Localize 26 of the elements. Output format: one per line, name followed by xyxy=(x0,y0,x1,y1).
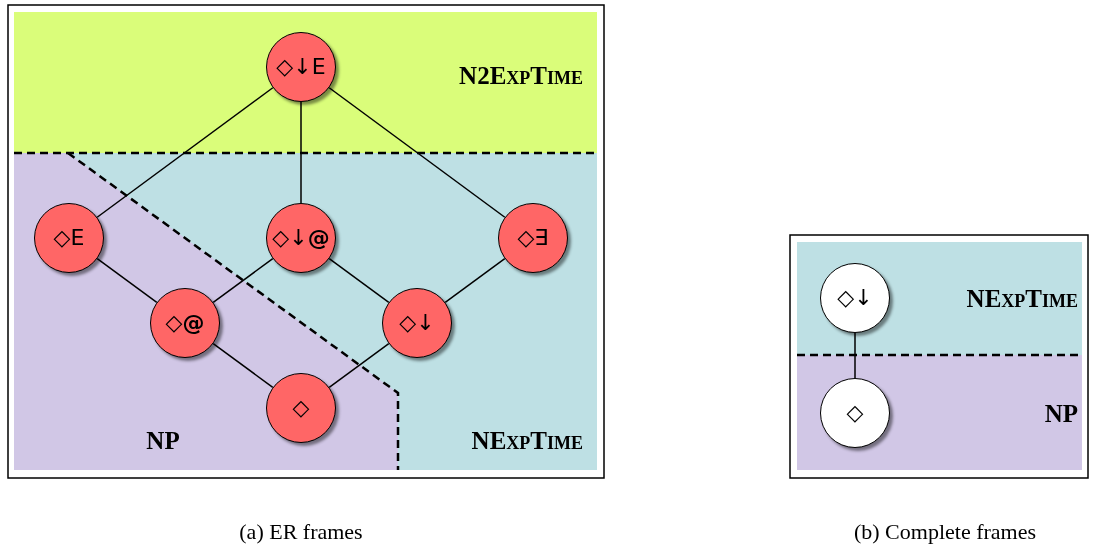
complexity-class-label: NP xyxy=(146,427,180,453)
connector-line xyxy=(96,87,274,218)
connector-line xyxy=(854,332,856,379)
connector-line xyxy=(328,87,506,218)
subfigure-caption: (b) Complete frames xyxy=(853,521,1037,543)
connector-line xyxy=(212,342,274,389)
modality-label: ◇↓ xyxy=(837,287,873,309)
modality-label: ◇ xyxy=(846,402,864,424)
complexity-class-label: NExpTime xyxy=(966,285,1078,311)
connector-line xyxy=(212,257,274,304)
connector-line xyxy=(300,101,302,204)
connector-line xyxy=(96,257,158,304)
modality-label: ◇∃ xyxy=(517,227,549,249)
modality-label: ◇↓ xyxy=(399,312,435,334)
modality-label: ◇↓E xyxy=(276,56,326,78)
connector-line xyxy=(328,257,390,304)
complexity-class-label: NExpTime xyxy=(471,427,583,453)
complexity-class-label: NP xyxy=(1044,400,1078,426)
connector-line xyxy=(328,342,390,389)
subfigure-caption: (a) ER frames xyxy=(239,521,363,543)
complexity-class-label: N2ExpTime xyxy=(459,62,583,88)
modality-label: ◇ xyxy=(292,397,310,419)
modality-label: ◇@ xyxy=(165,312,205,334)
connector-line xyxy=(444,257,506,304)
modality-label: ◇E xyxy=(53,227,85,249)
modality-label: ◇↓@ xyxy=(272,227,330,249)
